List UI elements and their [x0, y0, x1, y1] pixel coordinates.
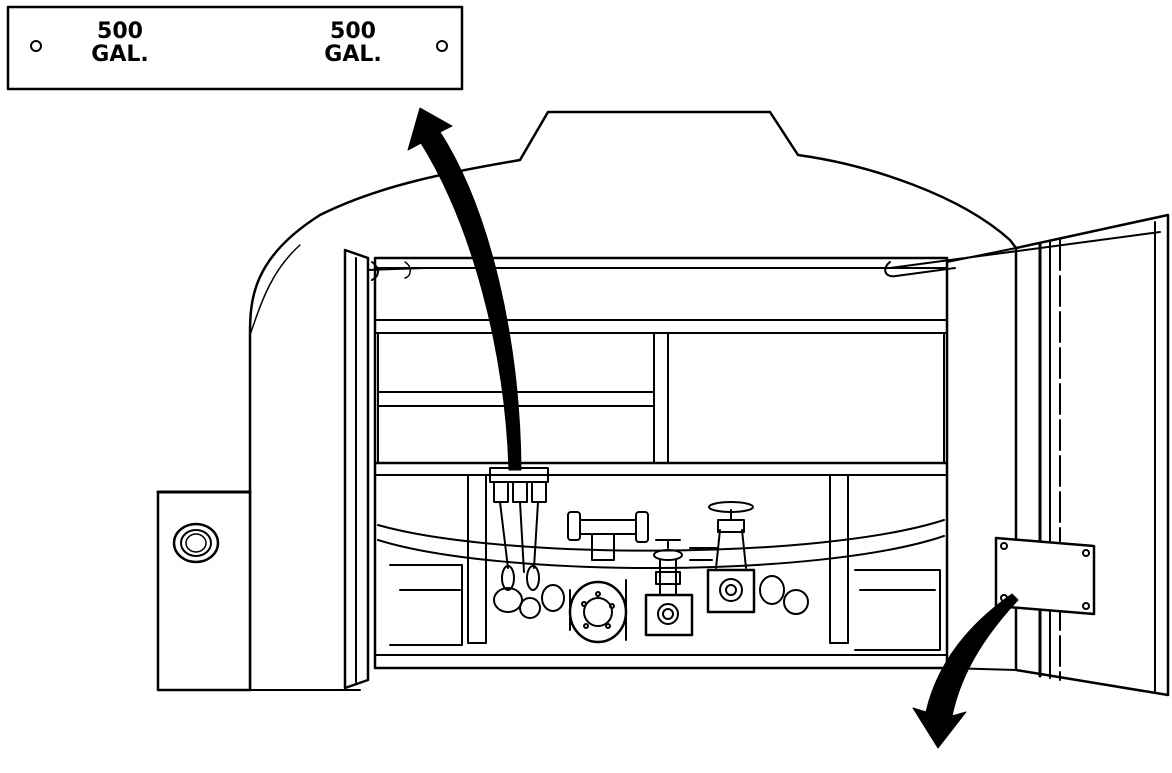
door-plate [994, 536, 1096, 616]
placard-right-label: 500 GAL. [317, 20, 389, 66]
placard-rivet-right [436, 40, 448, 52]
capacity-placard [6, 5, 464, 91]
right-door [884, 213, 1170, 697]
side-port-box [156, 490, 252, 692]
arrow-to-placard-icon [407, 107, 522, 471]
port-ring-outer [172, 522, 220, 564]
placard-left-capacity: 500 [97, 19, 143, 44]
left-door [343, 248, 426, 690]
placard-right-unit: GAL. [324, 42, 382, 67]
placard-left-label: 500 GAL. [84, 20, 156, 66]
placard-right-capacity: 500 [330, 19, 376, 44]
port-ring-inner [180, 529, 212, 557]
arrow-from-door-plate-icon [912, 593, 1019, 749]
compartment-frame [373, 256, 949, 670]
placard-left-unit: GAL. [91, 42, 149, 67]
placard-rivet-left [30, 40, 42, 52]
valve-manifold [489, 467, 809, 644]
